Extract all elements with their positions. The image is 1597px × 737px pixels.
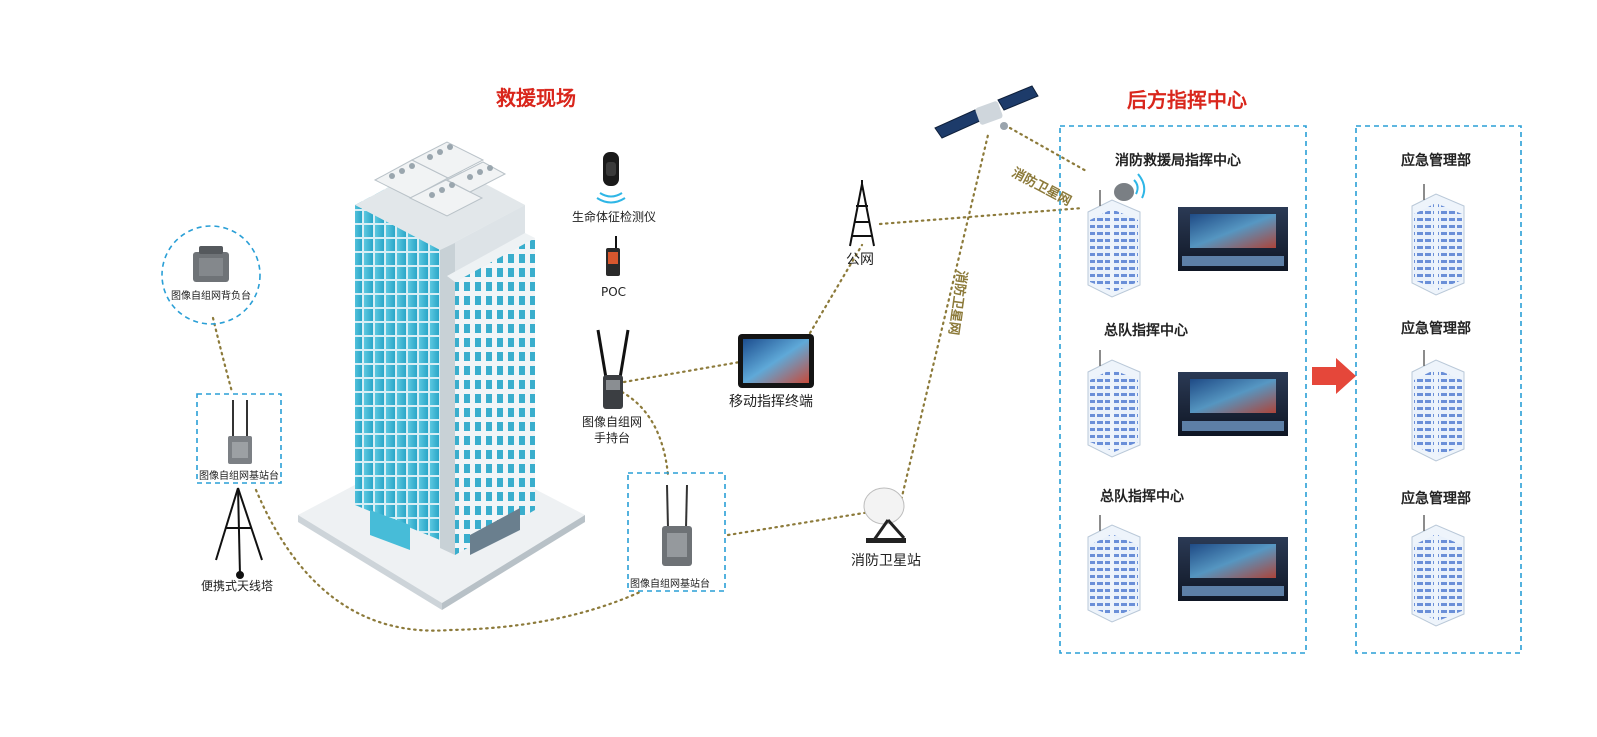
poc-phone-icon — [606, 236, 620, 276]
mobile-terminal-label: 移动指挥终端 — [729, 394, 813, 410]
link-satstation-satellite — [898, 133, 990, 507]
control-room-3 — [1178, 537, 1288, 601]
handheld-label: 图像自组网 手持台 — [582, 415, 643, 445]
satellite-icon — [934, 85, 1039, 139]
command-center-label-1: 消防救援局指挥中心 — [1115, 153, 1241, 169]
link-base-left-to-center — [254, 488, 642, 632]
control-room-1 — [1178, 207, 1288, 271]
link-handheld-terminal — [622, 360, 742, 384]
control-room-2 — [1178, 372, 1288, 436]
public-network-label: 公网 — [846, 252, 874, 268]
base-center-frame — [627, 472, 726, 592]
emergency-buildings — [1411, 184, 1465, 627]
vital-sign-label: 生命体征检测仪 — [572, 210, 657, 224]
command-center-label-3: 总队指挥中心 — [1100, 489, 1184, 505]
antenna-tower-label: 便携式天线塔 — [201, 579, 274, 593]
connection-lines — [211, 126, 1090, 632]
base-station-center-label: 图像自组网基站台 — [630, 579, 710, 590]
emergency-building-1 — [1411, 184, 1465, 296]
emergency-frame — [1355, 125, 1522, 654]
command-center-label-2: 总队指挥中心 — [1104, 323, 1188, 339]
emergency-building-2 — [1411, 350, 1465, 462]
rear-command-title: 后方指挥中心 — [1127, 88, 1247, 112]
backpack-label: 图像自组网背负台 — [171, 291, 251, 302]
dashed-frames — [161, 125, 1522, 654]
vital-sign-monitor-icon — [596, 152, 626, 204]
public-network-tower-icon — [849, 180, 875, 247]
emergency-mgmt-label-3: 应急管理部 — [1401, 491, 1471, 507]
backpack-frame — [161, 225, 261, 325]
base-station-center-icon — [662, 484, 692, 566]
backpack-radio-icon — [193, 246, 229, 282]
link-tower-command — [878, 206, 1085, 226]
skyscraper-icon — [298, 141, 585, 610]
command-frame — [1059, 125, 1307, 654]
antenna-tower-icon — [215, 487, 263, 579]
arrow-right-icon — [1312, 358, 1356, 394]
handheld-radio-icon — [596, 329, 630, 409]
base-left-frame — [196, 393, 282, 484]
satellite-station-label: 消防卫星站 — [851, 553, 921, 569]
link-backpack-base — [211, 316, 234, 394]
mobile-terminal-icon — [738, 334, 814, 388]
base-station-left-icon — [228, 400, 252, 464]
command-building-2 — [1087, 350, 1141, 458]
command-building-3 — [1087, 515, 1141, 623]
base-station-left-label: 图像自组网基站台 — [199, 471, 279, 482]
satellite-station-icon — [863, 487, 906, 543]
command-buildings — [1087, 173, 1288, 623]
command-building-1 — [1087, 173, 1146, 298]
emergency-building-3 — [1411, 515, 1465, 627]
poc-label: POC — [601, 285, 627, 299]
emergency-mgmt-label-2: 应急管理部 — [1401, 321, 1471, 337]
link-terminal-tower — [808, 243, 864, 335]
emergency-mgmt-label-1: 应急管理部 — [1401, 153, 1471, 169]
link-handheld-center-base — [620, 390, 670, 477]
link-base-satstation — [726, 510, 872, 537]
rescue-site-title: 救援现场 — [496, 86, 576, 110]
